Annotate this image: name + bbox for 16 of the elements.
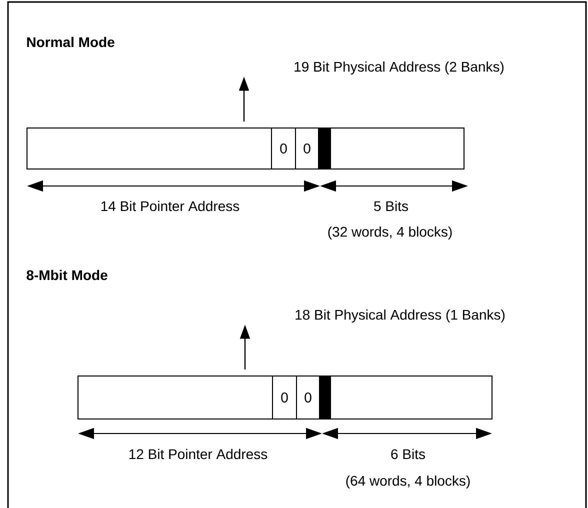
section-heading: Normal Mode xyxy=(27,36,114,48)
bit-cell: 0 xyxy=(271,128,296,170)
dimension-label: (32 words, 4 blocks) xyxy=(328,226,452,240)
dimension-label: 12 Bit Pointer Address xyxy=(129,448,268,460)
dimension-label: 5 Bits xyxy=(374,200,408,212)
bit-cell: 0 xyxy=(272,376,297,420)
bit-cell: 0 xyxy=(296,376,320,420)
dimension-label: 14 Bit Pointer Address xyxy=(101,200,240,212)
dimension-label: (64 words, 4 blocks) xyxy=(346,475,470,489)
dimension-label: 6 Bits xyxy=(391,448,425,460)
address-text: 19 Bit Physical Address (2 Banks) xyxy=(294,61,504,75)
address-text: 18 Bit Physical Address (1 Banks) xyxy=(296,309,505,323)
section-heading: 8-Mbit Mode xyxy=(26,270,108,280)
register-bar xyxy=(26,128,464,170)
register-bar xyxy=(78,376,492,420)
bit-cell: 0 xyxy=(295,128,319,170)
